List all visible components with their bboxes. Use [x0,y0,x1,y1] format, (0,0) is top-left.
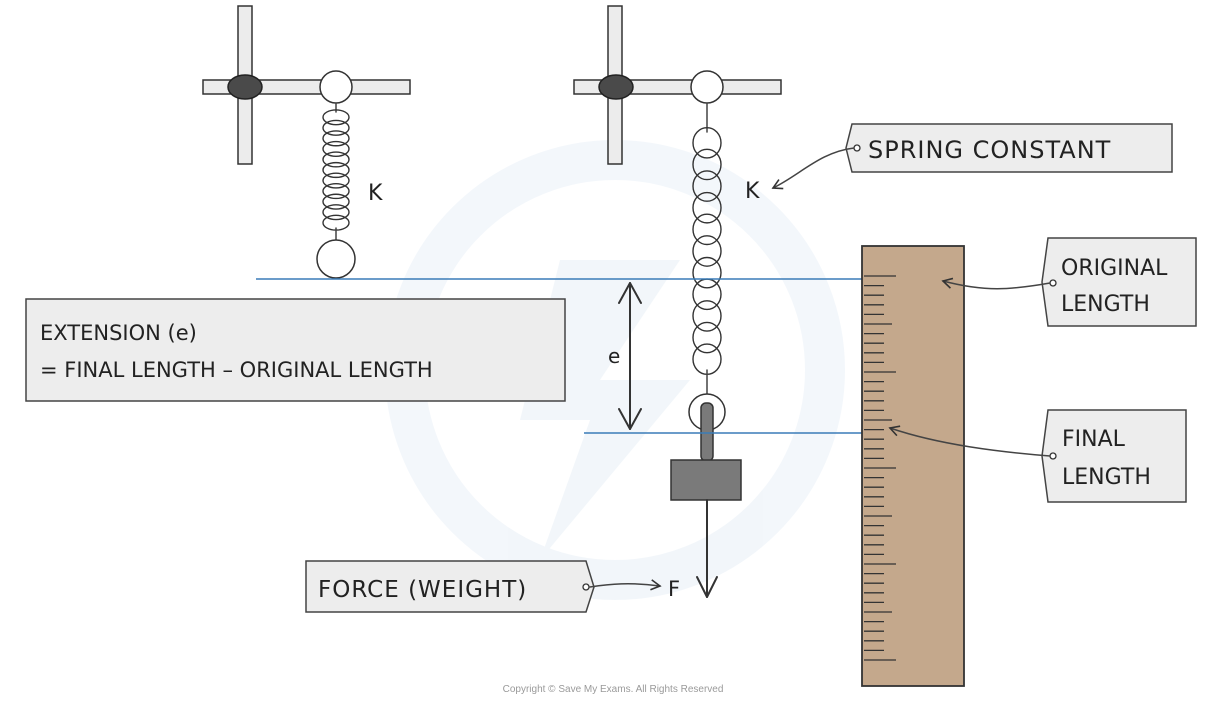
spring-coil [692,321,722,354]
svg-text:SPRING CONSTANT: SPRING CONSTANT [868,136,1111,164]
spring-coil [322,183,350,200]
right-clamp-stand [573,5,782,165]
final-length-pointer-arrow [888,425,1051,457]
spring-coil [692,170,722,202]
spring-coil [322,161,350,179]
copyright-notice: Copyright © Save My Exams. All Rights Re… [502,684,724,695]
spring-coil [322,119,350,136]
weight-arrowhead-icon [696,576,718,598]
force-pointer-arrow [589,579,662,591]
spring-coil [322,193,350,210]
svg-text:FINAL: FINAL [1062,427,1126,452]
spring-constant-pointer-arrow [771,147,855,190]
spring-coil [692,148,722,181]
final-length-label: FINAL LENGTH [888,409,1187,503]
original-length-pointer-arrow [941,277,1051,290]
spring-coil [692,213,722,246]
mass-hanger [670,402,742,501]
svg-text:EXTENSION (e): EXTENSION (e) [40,321,197,345]
hook-ring-icon [319,70,353,104]
svg-text:FORCE (WEIGHT): FORCE (WEIGHT) [318,577,527,603]
right-spring [688,102,726,431]
original-length-label: ORIGINAL LENGTH [941,237,1197,327]
spring-coil [692,300,722,332]
spring-coil [322,151,350,168]
hanging-mass [670,459,742,501]
svg-text:ORIGINAL: ORIGINAL [1061,256,1168,281]
spring-coil [322,109,350,126]
spring-constant-label: SPRING CONSTANT [771,123,1173,190]
spring-coil [692,126,722,159]
force-weight-label: FORCE (WEIGHT) [305,560,662,613]
hook-ring-icon [690,70,724,104]
spring-coil [322,140,350,157]
spring-coil [322,172,350,189]
spring-constant-symbol-left: K [368,181,383,206]
metre-ruler [861,245,965,687]
left-spring [316,102,356,279]
spring-coil [322,130,350,147]
svg-text:LENGTH: LENGTH [1061,292,1150,317]
force-symbol: F [668,577,680,601]
clamp-boss-icon [598,74,634,100]
spring-coil [692,235,722,267]
clamp-boss-icon [227,74,263,100]
svg-text:= FINAL LENGTH – ORIGINAL LE: = FINAL LENGTH – ORIGINAL LENGTH [40,358,433,382]
extension-double-arrow [618,282,642,430]
extension-symbol: e [608,344,620,368]
spring-coil [692,256,722,289]
svg-text:LENGTH: LENGTH [1062,465,1151,490]
extension-formula-label: EXTENSION (e) = FINAL LENGTH – ORIGINAL … [25,298,566,402]
spring-coil [692,191,722,224]
spring-end-ring-icon [316,239,356,279]
spring-coil [322,204,350,221]
spring-constant-symbol-right: K [745,179,760,204]
left-clamp-stand [202,5,411,165]
